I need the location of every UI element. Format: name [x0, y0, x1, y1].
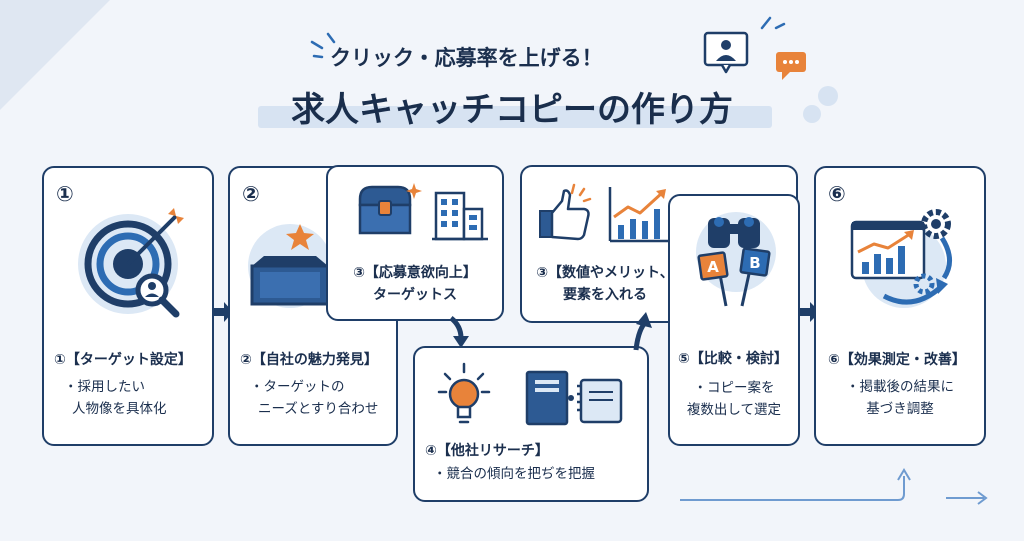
desc-line: ・競合の傾向を把ぢを把握: [433, 466, 595, 482]
binoculars-ab-icon: A B: [696, 212, 776, 307]
analytics-gear-icon: [850, 209, 952, 308]
desc-line: 人物像を具体化: [72, 401, 167, 417]
corner-decoration: [0, 0, 110, 110]
step-title: ①【ターゲット設定】: [54, 352, 192, 368]
step-card-1: ① ①【ターゲット設定】 ・採用したい 人物像を具体化: [42, 166, 214, 446]
desc-line: ・採用したい: [64, 379, 145, 395]
step-title: ⑥【効果測定・改善】: [828, 352, 966, 368]
desc-line: ニーズとすり合わせ: [258, 401, 379, 417]
page-title: 求人キャッチコピーの作り方: [291, 90, 733, 130]
treasure-box-icon: [248, 224, 332, 308]
flow-arrow: [633, 312, 652, 351]
step-title: ⑤【比較・検討】: [678, 351, 788, 367]
step-title: ④【他社リサーチ】: [425, 443, 549, 459]
step-card-6: ⑥ ⑥【効果測定・改善】 ・掲載後の結果に 基づき調整: [814, 166, 986, 446]
step-number: ⑥: [828, 182, 846, 206]
step-description: ・コピー案を 複数出して選定: [670, 377, 798, 421]
step-description: ・採用したい 人物像を具体化: [64, 376, 167, 420]
target-icon: [78, 208, 184, 318]
flow-line-decoration: [946, 491, 988, 505]
title-block: 求人キャッチコピーの作り方: [244, 82, 780, 132]
desc-line: ・ターゲットの: [250, 379, 345, 395]
step-description: ・掲載後の結果に 基づき調整: [816, 376, 984, 420]
lightbulb-icon: [437, 362, 491, 424]
title-line: ターゲットス: [373, 287, 457, 303]
desc-line: 基づき調整: [866, 401, 934, 417]
chat-bubble-icon: [776, 52, 806, 80]
step-title: ③【数値やメリット、 要素を入れる: [522, 262, 688, 306]
profile-card-icon: [703, 31, 749, 74]
building-icon: [432, 191, 488, 241]
page-subtitle: クリック・応募率を上げる！: [330, 46, 603, 70]
title-line: ③【応募意欲向上】: [353, 265, 477, 281]
title-line: 要素を入れる: [563, 287, 647, 303]
step-title: ②【自社の魅力発見】: [240, 352, 378, 368]
notebook-icon: [525, 370, 623, 426]
flow-line-decoration: [680, 468, 911, 501]
step-description: ・ターゲットの ニーズとすり合わせ: [250, 376, 378, 420]
spark-lines-icon: [760, 16, 786, 30]
desc-line: ・コピー案を: [693, 380, 775, 396]
spark-lines-icon: [310, 32, 336, 59]
step-card-3a: ③【応募意欲向上】 ターゲットス: [326, 165, 504, 321]
rising-chart-icon: [608, 187, 670, 243]
step-title: ③【応募意欲向上】 ターゲットス: [328, 262, 502, 306]
title-line: ③【数値やメリット、: [536, 265, 674, 281]
chest-icon: [358, 183, 422, 235]
desc-line: 複数出して選定: [686, 402, 782, 418]
ab-label-b: B: [749, 254, 760, 272]
step-card-5: A B ⑤【比較・検討】 ・コピー案を 複数出して選定: [668, 194, 800, 446]
step-card-4: ④【他社リサーチ】 ・競合の傾向を把ぢを把握: [413, 346, 649, 502]
step-description: ・競合の傾向を把ぢを把握: [433, 463, 595, 485]
ab-label-a: A: [707, 258, 719, 276]
flow-arrow: [449, 316, 469, 348]
desc-line: ・掲載後の結果に: [846, 379, 954, 395]
step-number: ①: [56, 182, 74, 206]
step-number: ②: [242, 182, 260, 206]
bubble-decoration-icon: [803, 86, 838, 123]
title-highlight: [258, 106, 772, 128]
thumbs-up-icon: [539, 183, 592, 241]
